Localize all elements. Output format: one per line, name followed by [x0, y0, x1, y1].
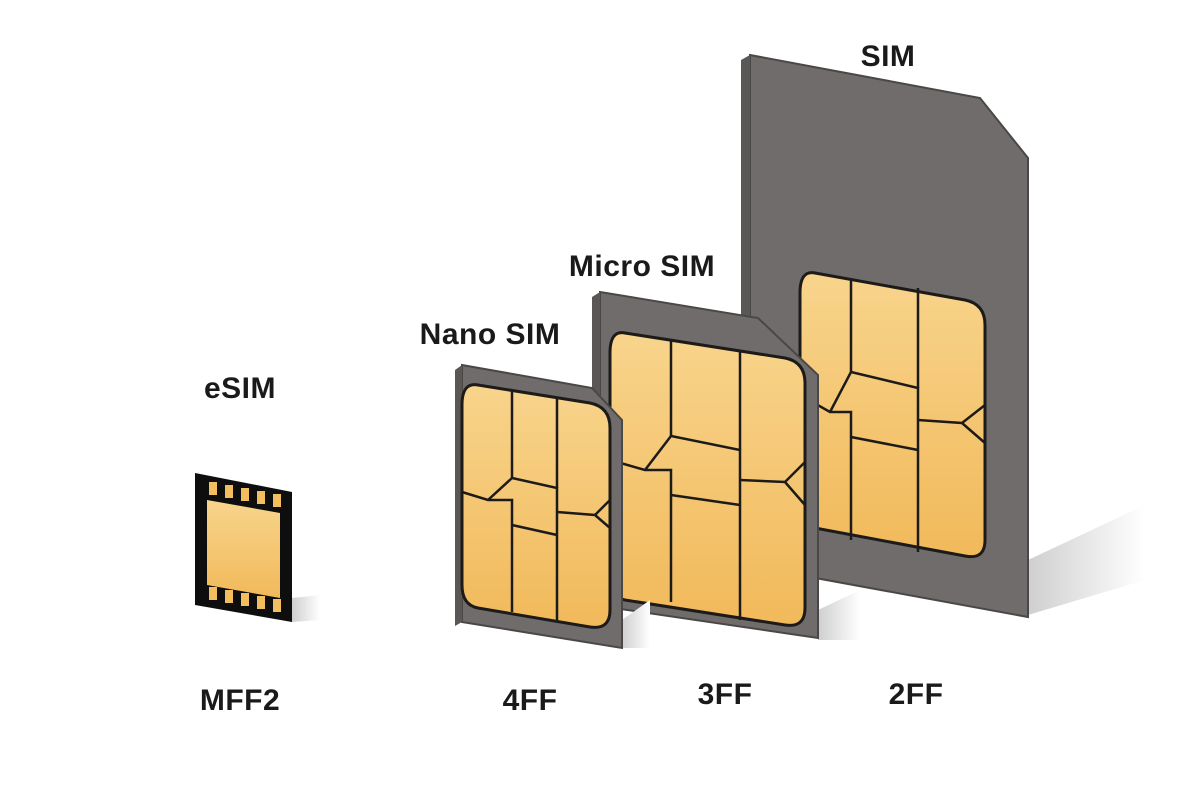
sim-label: SIM — [861, 40, 916, 74]
sim-card-4ff-chip — [462, 385, 610, 628]
esim-label: eSIM — [204, 372, 276, 406]
2ff-label: 2FF — [889, 678, 944, 712]
esim-chip-mff2-die — [207, 500, 280, 598]
micro-sim-label: Micro SIM — [569, 250, 715, 284]
sim-card-2ff-chip — [800, 273, 985, 557]
sim-card-2ff-shadow — [1028, 505, 1145, 615]
sim-card-3ff-chip — [610, 333, 805, 626]
esim-chip-mff2 — [195, 473, 320, 622]
sim-card-3ff-shadow — [818, 590, 860, 640]
3ff-label: 3FF — [698, 678, 753, 712]
nano-sim-label: Nano SIM — [420, 318, 561, 352]
4ff-label: 4FF — [503, 684, 558, 718]
mff2-label: MFF2 — [200, 684, 280, 718]
esim-chip-mff2-shadow — [292, 595, 320, 622]
